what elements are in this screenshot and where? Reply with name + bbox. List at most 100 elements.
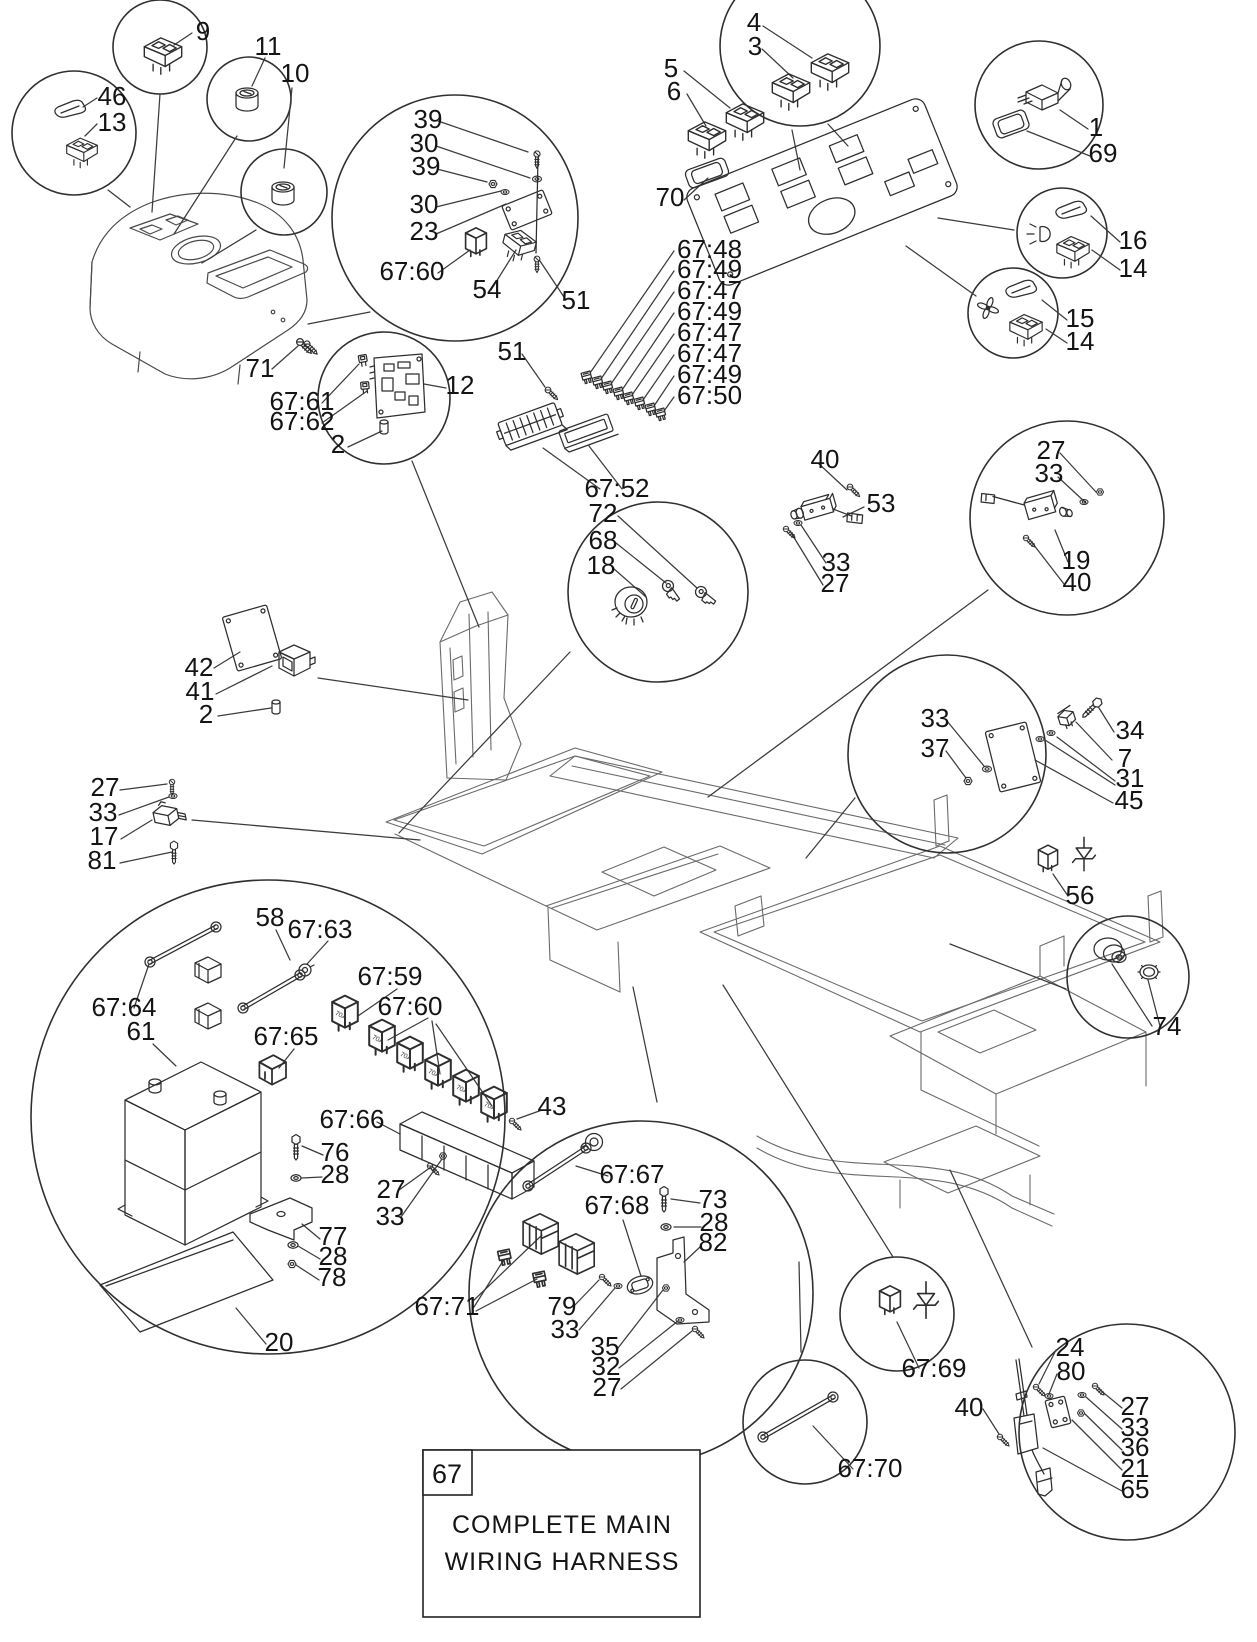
leader-line xyxy=(411,460,480,628)
diode-symbol xyxy=(912,1280,940,1320)
leader-line xyxy=(1075,721,1113,761)
switch-cover xyxy=(1005,279,1038,298)
leader-line xyxy=(1034,759,1114,804)
leader-line xyxy=(589,250,675,374)
part-label-34: 34 xyxy=(1116,715,1145,745)
legend-line2: WIRING HARNESS xyxy=(445,1548,680,1576)
washer xyxy=(675,1316,685,1324)
part-label-10: 10 xyxy=(281,58,310,88)
part-label-56: 56 xyxy=(1066,880,1095,910)
leader-line xyxy=(539,260,567,301)
console-artwork xyxy=(89,192,309,385)
detail-circle xyxy=(206,56,292,142)
knob xyxy=(271,181,295,206)
leader-line xyxy=(578,1287,616,1331)
screw xyxy=(691,1325,705,1339)
spacer xyxy=(271,699,281,715)
relay xyxy=(878,1284,902,1316)
relay: 70A xyxy=(424,1052,452,1090)
leader-line xyxy=(1045,328,1068,344)
leader-line xyxy=(437,249,471,274)
part-label-42: 42 xyxy=(185,652,214,682)
legend-number: 67 xyxy=(432,1459,462,1489)
leader-line xyxy=(400,1158,443,1218)
circuit-board xyxy=(369,353,426,419)
leader-line xyxy=(937,217,1015,231)
battery-cable xyxy=(144,921,222,968)
screw xyxy=(1022,534,1036,548)
part-label-33: 33 xyxy=(551,1314,580,1344)
screw xyxy=(508,1117,522,1131)
knob xyxy=(235,87,259,112)
leader-line xyxy=(600,270,675,380)
part-label-67-47: 67:47 xyxy=(677,338,742,368)
washer xyxy=(613,1282,623,1290)
relay: 70A xyxy=(368,1018,396,1056)
leader-line xyxy=(301,1223,321,1240)
relay: 70A xyxy=(331,994,359,1032)
part-label-74: 74 xyxy=(1153,1011,1182,1041)
blade-fuse xyxy=(654,407,667,422)
part-label-81: 81 xyxy=(88,845,117,875)
leader-line xyxy=(215,665,273,695)
detail-circle xyxy=(1018,1323,1236,1541)
bushing xyxy=(1093,937,1127,964)
fan-icon xyxy=(976,296,1000,320)
leader-line xyxy=(663,396,675,412)
part-label-19: 19 xyxy=(1062,545,1091,575)
leader-line xyxy=(435,145,531,179)
leader-line xyxy=(213,651,241,669)
bolt xyxy=(169,840,179,865)
washer xyxy=(1079,498,1089,506)
detail-circle xyxy=(1066,915,1190,1039)
leader-line xyxy=(107,189,131,208)
rocker-switch xyxy=(66,137,98,169)
leader-line xyxy=(1090,215,1121,243)
svg-text:70A: 70A xyxy=(483,1101,497,1113)
leader-line xyxy=(217,707,272,717)
leader-line xyxy=(588,445,623,490)
part-label-33: 33 xyxy=(376,1201,405,1231)
leader-line xyxy=(173,135,238,235)
part-label-70: 70 xyxy=(656,182,685,212)
leader-line xyxy=(301,1176,323,1179)
fuse-block xyxy=(496,402,568,451)
part-label-4: 4 xyxy=(747,7,761,37)
leader-line xyxy=(905,245,977,297)
detail-circle xyxy=(969,420,1165,616)
part-label-28: 28 xyxy=(700,1207,729,1237)
leader-line xyxy=(1084,1413,1123,1451)
blade-fuse xyxy=(644,402,657,417)
nut xyxy=(1076,1409,1086,1417)
part-label-32: 32 xyxy=(592,1351,621,1381)
detail-circles xyxy=(11,0,1236,1541)
leader-line xyxy=(791,129,801,171)
detail-circle xyxy=(567,501,749,683)
leader-line xyxy=(1052,873,1069,897)
rocker-switch xyxy=(143,37,183,75)
nut xyxy=(963,776,973,786)
svg-text:70A: 70A xyxy=(427,1068,441,1080)
part-label-67-69: 67:69 xyxy=(901,1353,966,1383)
part-label-76: 76 xyxy=(321,1137,350,1167)
detail-circle xyxy=(331,94,579,342)
leader-line xyxy=(173,32,193,46)
rocker-switch xyxy=(1056,235,1090,269)
rocker-switch xyxy=(771,73,811,111)
part-label-40: 40 xyxy=(1063,567,1092,597)
part-label-67-64: 67:64 xyxy=(91,992,156,1022)
leader-line xyxy=(521,353,546,388)
leader-line xyxy=(949,943,1067,990)
leader-line xyxy=(321,363,360,404)
rocker-switch xyxy=(502,229,537,262)
leader-line xyxy=(617,1289,664,1349)
leader-line xyxy=(1091,249,1121,271)
leader-line xyxy=(152,1043,177,1067)
part-label-68: 68 xyxy=(589,525,618,555)
pto-switch xyxy=(790,492,864,525)
leader-line xyxy=(1059,452,1097,493)
nut xyxy=(438,1152,448,1160)
part-label-33: 33 xyxy=(89,797,118,827)
part-label-24: 24 xyxy=(1056,1332,1085,1362)
